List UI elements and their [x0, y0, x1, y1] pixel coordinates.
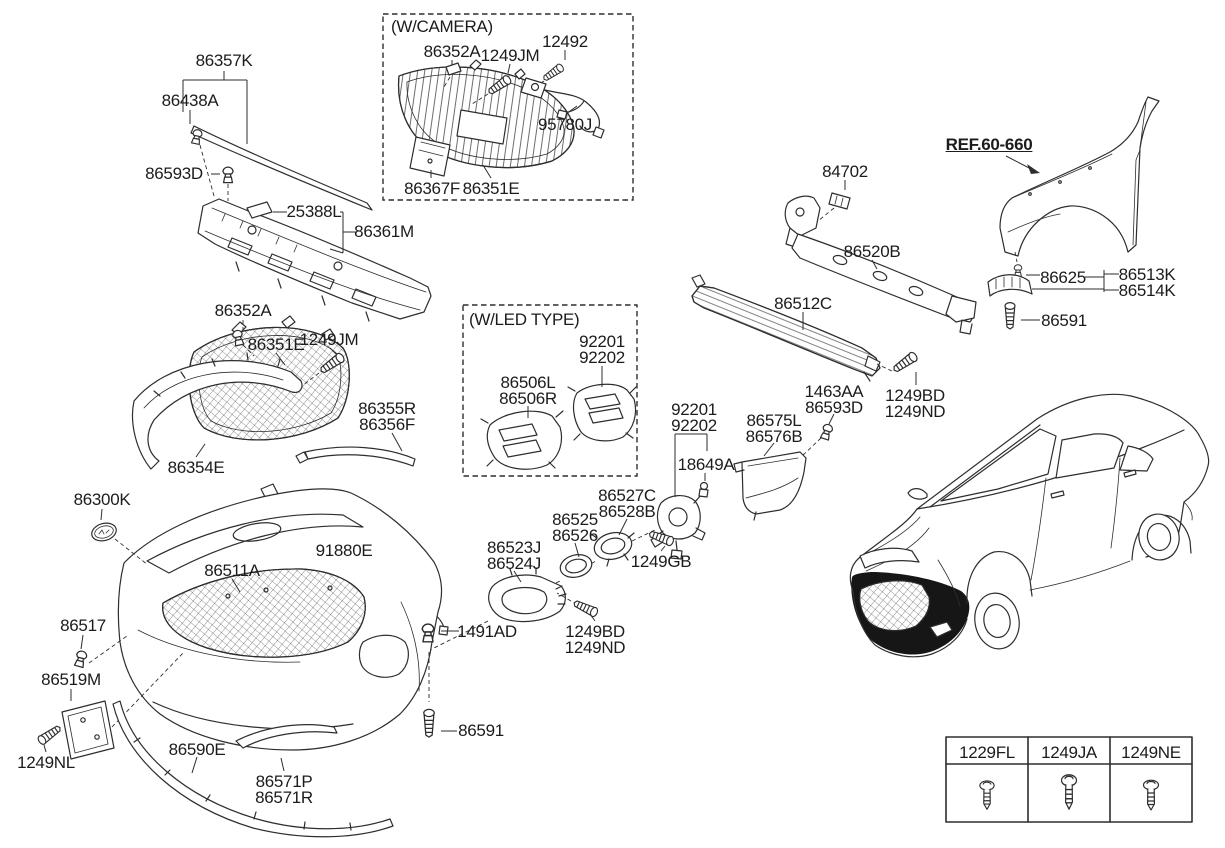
part-label-86590E: 86590E [168, 740, 226, 759]
part-label-86571P: 86571P [255, 772, 313, 791]
part-label-12492: 12492 [542, 32, 588, 51]
part-label-1249BD-right: 1249BD [885, 386, 945, 405]
led-inset-box [462, 304, 638, 477]
part-label-91880E: 91880E [315, 541, 373, 560]
part-label-1249GB: 1249GB [630, 552, 692, 571]
camera-unit-art [520, 77, 605, 139]
lower-lip-art [112, 700, 394, 838]
fender-art [999, 96, 1160, 257]
part-label-86571R: 86571R [255, 788, 313, 807]
bumper-trim-art [235, 724, 338, 749]
part-label-86352A-camera: 86352A [423, 42, 481, 61]
part-label-86352A: 86352A [214, 301, 272, 320]
part-label-86513K: 86513K [1118, 265, 1176, 284]
part-label-86354E: 86354E [167, 458, 225, 477]
part-label-1249BD-center: 1249BD [565, 622, 625, 641]
hood-strip-art [182, 71, 373, 211]
part-label-86361M: 86361M [354, 222, 414, 241]
part-label-92201: 92201 [671, 400, 717, 419]
part-label-86527C: 86527C [598, 486, 656, 505]
part-label-86593D: 86593D [145, 164, 203, 183]
led-lamp-left-art [480, 410, 564, 470]
part-label-18649A: 18649A [677, 455, 735, 474]
lower-grille-molding-art [131, 352, 303, 470]
part-label-86300K: 86300K [73, 490, 131, 509]
sticker-25388L-art [246, 201, 273, 219]
fastener-column-1229FL: 1229FL [959, 743, 1015, 762]
ref-label-fender: REF.60-660 [945, 135, 1033, 154]
part-label-86512C: 86512C [774, 294, 832, 313]
energy-absorber-art [691, 274, 881, 382]
part-label-86519M: 86519M [41, 670, 101, 689]
part-label-1249ND-right: 1249ND [884, 402, 946, 421]
part-label-1249JM: 1249JM [299, 330, 359, 349]
part-label-86506R: 86506R [499, 389, 557, 408]
part-label-86351E: 86351E [247, 335, 305, 354]
fastener-column-1249JA: 1249JA [1041, 743, 1097, 762]
part-label-86357K: 86357K [195, 51, 253, 70]
part-label-95780J: 95780J [538, 115, 592, 134]
part-label-86506L: 86506L [500, 373, 556, 392]
part-label-86356F: 86356F [359, 415, 415, 434]
part-label-92201-led: 92201 [579, 332, 625, 351]
part-label-92202-led: 92202 [579, 348, 625, 367]
part-label-1491AD: 1491AD [457, 622, 517, 641]
part-label-86367F: 86367F [404, 179, 460, 198]
part-label-86593D-2: 86593D [805, 398, 863, 417]
part-label-86511A: 86511A [204, 561, 260, 580]
license-bracket-art [61, 700, 115, 760]
part-label-86625: 86625 [1040, 268, 1086, 287]
cover-plate-art [409, 136, 451, 177]
part-label-86517: 86517 [60, 616, 106, 635]
fog-ring-art [559, 554, 593, 578]
fastener-column-1249NE: 1249NE [1121, 743, 1181, 762]
part-label-86355R: 86355R [358, 399, 416, 418]
part-label-86520B: 86520B [843, 242, 901, 261]
fastener-table-art [945, 736, 1193, 823]
part-label-86351E-camera: 86351E [462, 179, 520, 198]
camera-inset-box [382, 13, 634, 201]
part-label-1249NL: 1249NL [17, 753, 75, 772]
vehicle-art [849, 393, 1210, 658]
part-label-86591-center: 86591 [458, 721, 504, 740]
part-label-1249JM-camera: 1249JM [480, 46, 540, 65]
part-label-1463AA: 1463AA [804, 382, 864, 401]
part-label-86524J: 86524J [487, 554, 541, 573]
part-label-1249ND-center: 1249ND [564, 638, 626, 657]
bumper-side-bracket-art [733, 451, 807, 521]
part-label-86525: 86525 [552, 510, 598, 529]
part-label-86526: 86526 [552, 526, 598, 545]
part-label-86575L: 86575L [746, 411, 802, 430]
part-label-86523J: 86523J [487, 538, 541, 557]
fender-bracket-art [987, 274, 1033, 297]
bumper-reinforcement-art [784, 195, 977, 335]
part-label-86591-fender: 86591 [1041, 311, 1087, 330]
bumper-strip-art [295, 446, 416, 467]
part-label-25388L: 25388L [286, 202, 342, 221]
radiator-support-art [197, 198, 432, 322]
part-label-86438A: 86438A [161, 91, 219, 110]
part-label-92202: 92202 [671, 416, 717, 435]
inset-title-led: (W/LED TYPE) [469, 310, 580, 329]
kia-emblem-art [91, 522, 117, 542]
ref-arrowhead [1027, 164, 1040, 174]
fog-lamp-unit-art [650, 493, 706, 560]
fog-bulb-art [698, 481, 709, 498]
part-label-84702: 84702 [822, 162, 868, 181]
inset-title-camera: (W/CAMERA) [391, 17, 493, 36]
fog-retainer-art [590, 531, 635, 567]
part-label-86576B: 86576B [745, 427, 803, 446]
part-label-86528B: 86528B [598, 502, 656, 521]
fog-bezel-art [488, 567, 567, 623]
front-bumper-art [117, 488, 443, 751]
part-label-86514K: 86514K [1118, 281, 1176, 300]
led-lamp-right-art [567, 383, 637, 442]
